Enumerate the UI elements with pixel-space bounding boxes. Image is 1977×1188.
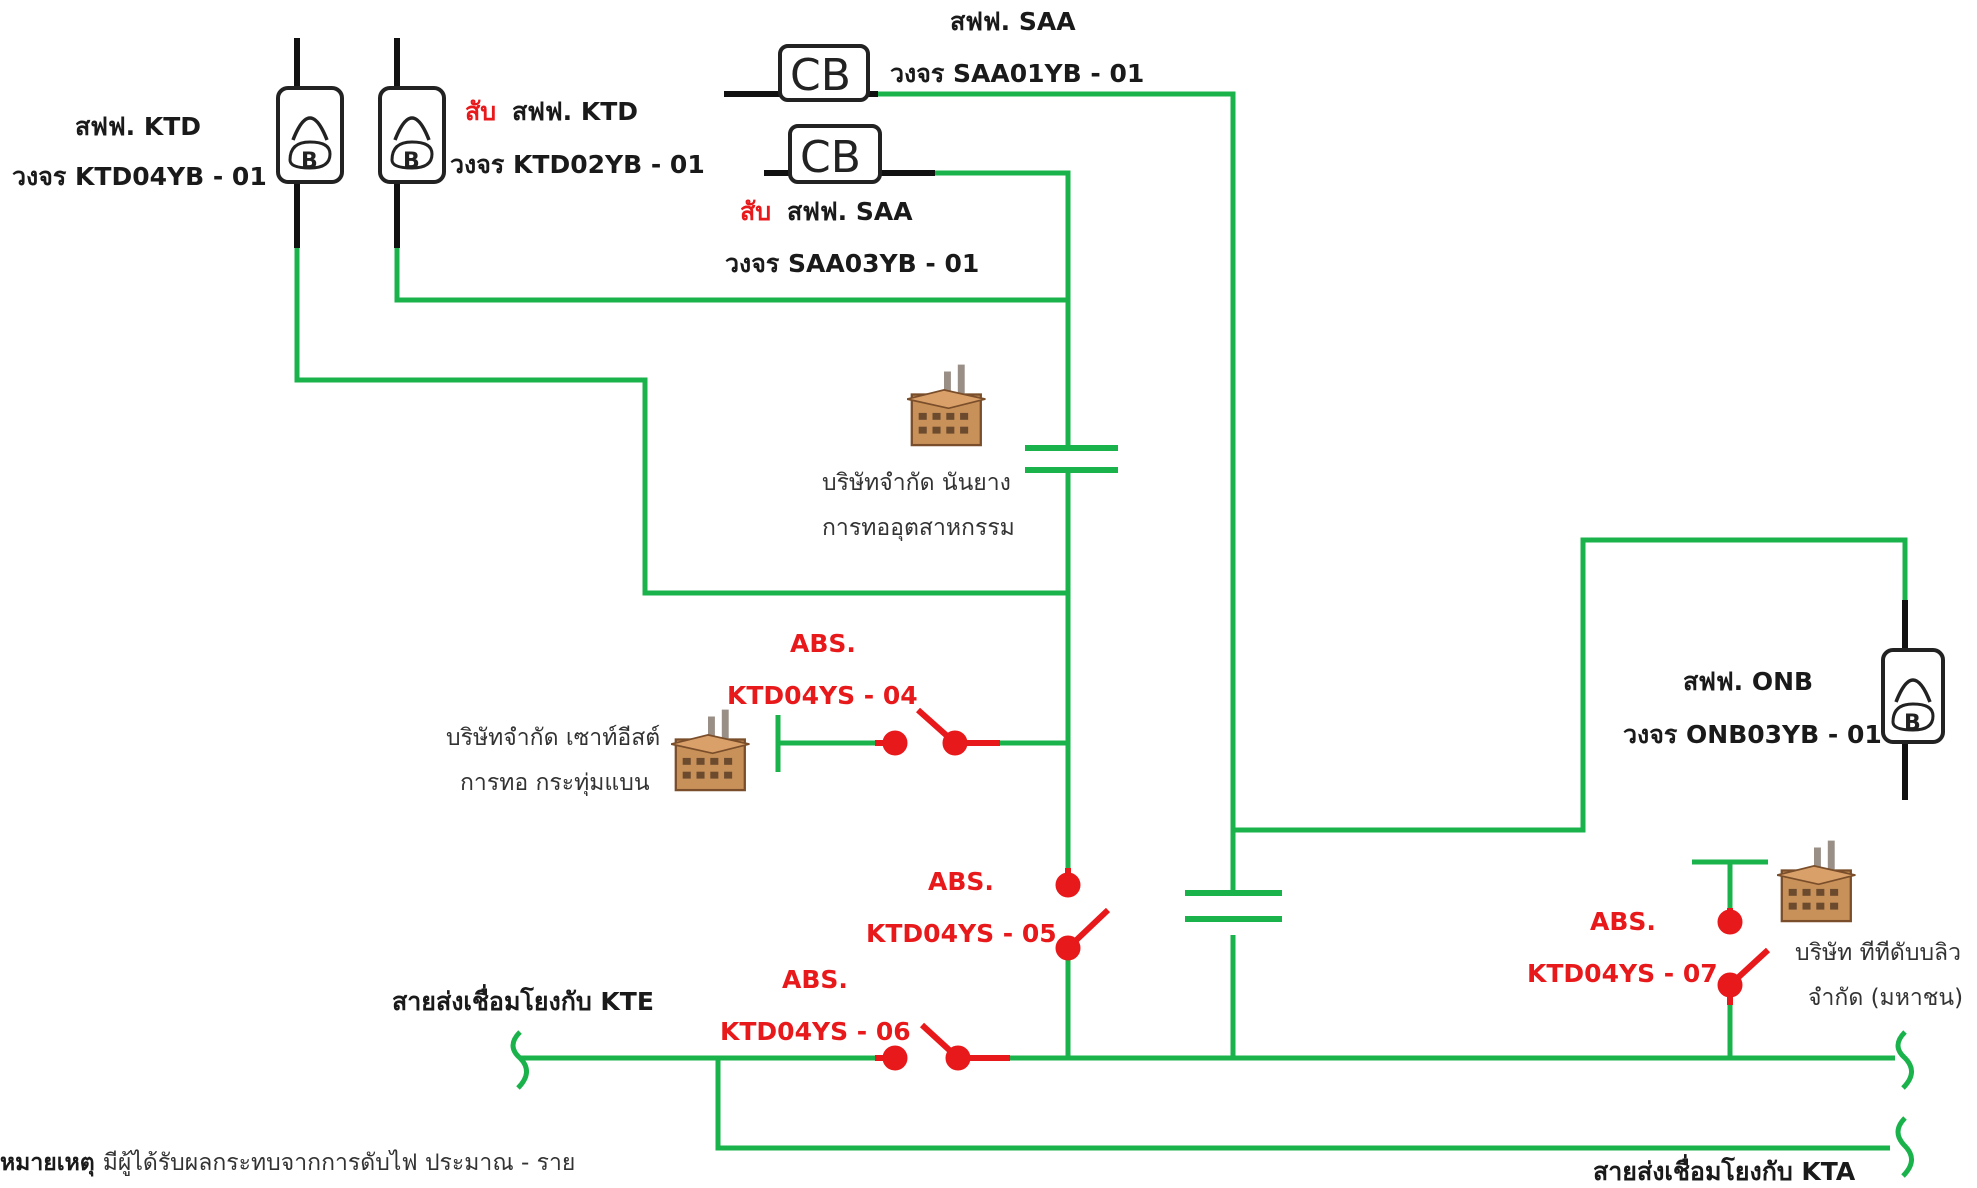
switch-ktd04ys-07[interactable] — [1717, 908, 1771, 1005]
breaker-saa01-icon[interactable]: CB — [778, 44, 870, 102]
factory-nanyang-icon — [906, 363, 987, 447]
recloser-ktd04-icon[interactable]: B — [276, 86, 344, 184]
kta-end-icon-bottom — [1895, 1116, 1914, 1178]
ttw-line2: จำกัด (มหาชน) — [1808, 985, 1963, 1011]
kte-link-label: สายส่งเชื่อมโยงกับ KTE — [392, 984, 654, 1016]
ktd02-circuit: วงจร KTD02YB - 01 — [450, 150, 705, 179]
line-ktd04 — [294, 248, 1068, 596]
line-onb-branch — [1233, 537, 1908, 833]
kta-end-icon-top — [1895, 1030, 1914, 1090]
breaker-saa01-text: CB — [790, 50, 851, 101]
capacitor-symbols — [1025, 445, 1282, 922]
saa03-station: สฟฟ. SAA — [787, 197, 913, 226]
s07-type: ABS. — [1590, 907, 1656, 936]
s05-id: KTD04YS - 05 — [866, 919, 1057, 948]
switch-ktd04ys-04[interactable] — [875, 707, 1000, 756]
switch-ktd04ys-05[interactable] — [1055, 868, 1111, 961]
note-text: มีผู้ได้รับผลกระทบจากการดับไฟ ประมาณ - ร… — [103, 1149, 576, 1176]
kta-link-label: สายส่งเชื่อมโยงกับ KTA — [1593, 1154, 1856, 1186]
svg-text:B: B — [301, 149, 318, 174]
nanyang-line2: การทออุตสาหกรรม — [822, 515, 1015, 541]
ktd04-station: สฟฟ. KTD — [75, 112, 201, 141]
southeast-line1: บริษัทจำกัด เซาท์อีสต์ — [446, 724, 660, 751]
recloser-onb03-icon[interactable]: B — [1881, 648, 1945, 744]
s04-id: KTD04YS - 04 — [727, 681, 918, 710]
ttw-line1: บริษัท ทีทีดับบลิว — [1795, 940, 1961, 966]
breaker-saa03-icon[interactable]: CB — [788, 124, 882, 184]
note-line: หมายเหตุ มีผู้ได้รับผลกระทบจากการดับไฟ ปร… — [0, 1149, 575, 1177]
s05-type: ABS. — [928, 867, 994, 896]
southeast-line2: การทอ กระทุ่มแบน — [460, 770, 650, 796]
saa03-prefix: สับ — [740, 197, 771, 226]
onb03-station: สฟฟ. ONB — [1683, 667, 1813, 696]
s06-id: KTD04YS - 06 — [720, 1017, 911, 1046]
recloser-ktd02-icon[interactable]: B — [378, 86, 446, 184]
ktd02-station: สฟฟ. KTD — [512, 97, 638, 126]
ktd04-circuit: วงจร KTD04YB - 01 — [12, 162, 267, 191]
line-saa01 — [870, 91, 1236, 893]
line-kta-loop — [715, 1058, 1890, 1151]
feeder-lines — [294, 91, 1908, 1151]
switches — [875, 707, 1771, 1071]
ktd02-prefix: สับ — [465, 97, 496, 126]
breaker-saa03-text: CB — [800, 132, 861, 183]
line-saa03 — [890, 170, 1071, 448]
saa01-circuit: วงจร SAA01YB - 01 — [890, 59, 1144, 88]
svg-text:B: B — [1904, 711, 1921, 736]
note-label: หมายเหตุ — [0, 1150, 95, 1177]
link-ends — [510, 1030, 1914, 1178]
s04-type: ABS. — [790, 629, 856, 658]
saa03-circuit: วงจร SAA03YB - 01 — [725, 249, 979, 278]
s07-id: KTD04YS - 07 — [1527, 959, 1718, 988]
switch-ktd04ys-06[interactable] — [875, 1022, 1010, 1071]
s06-type: ABS. — [782, 965, 848, 994]
device-leads — [294, 38, 1908, 800]
saa01-station: สฟฟ. SAA — [950, 7, 1076, 36]
nanyang-line1: บริษัทจำกัด นันยาง — [822, 470, 1011, 496]
factory-ttw-icon — [1776, 839, 1857, 923]
factory-southeast-icon — [670, 708, 751, 792]
line-ktd02 — [394, 248, 1068, 303]
onb03-circuit: วงจร ONB03YB - 01 — [1623, 720, 1882, 749]
svg-text:B: B — [403, 149, 420, 174]
